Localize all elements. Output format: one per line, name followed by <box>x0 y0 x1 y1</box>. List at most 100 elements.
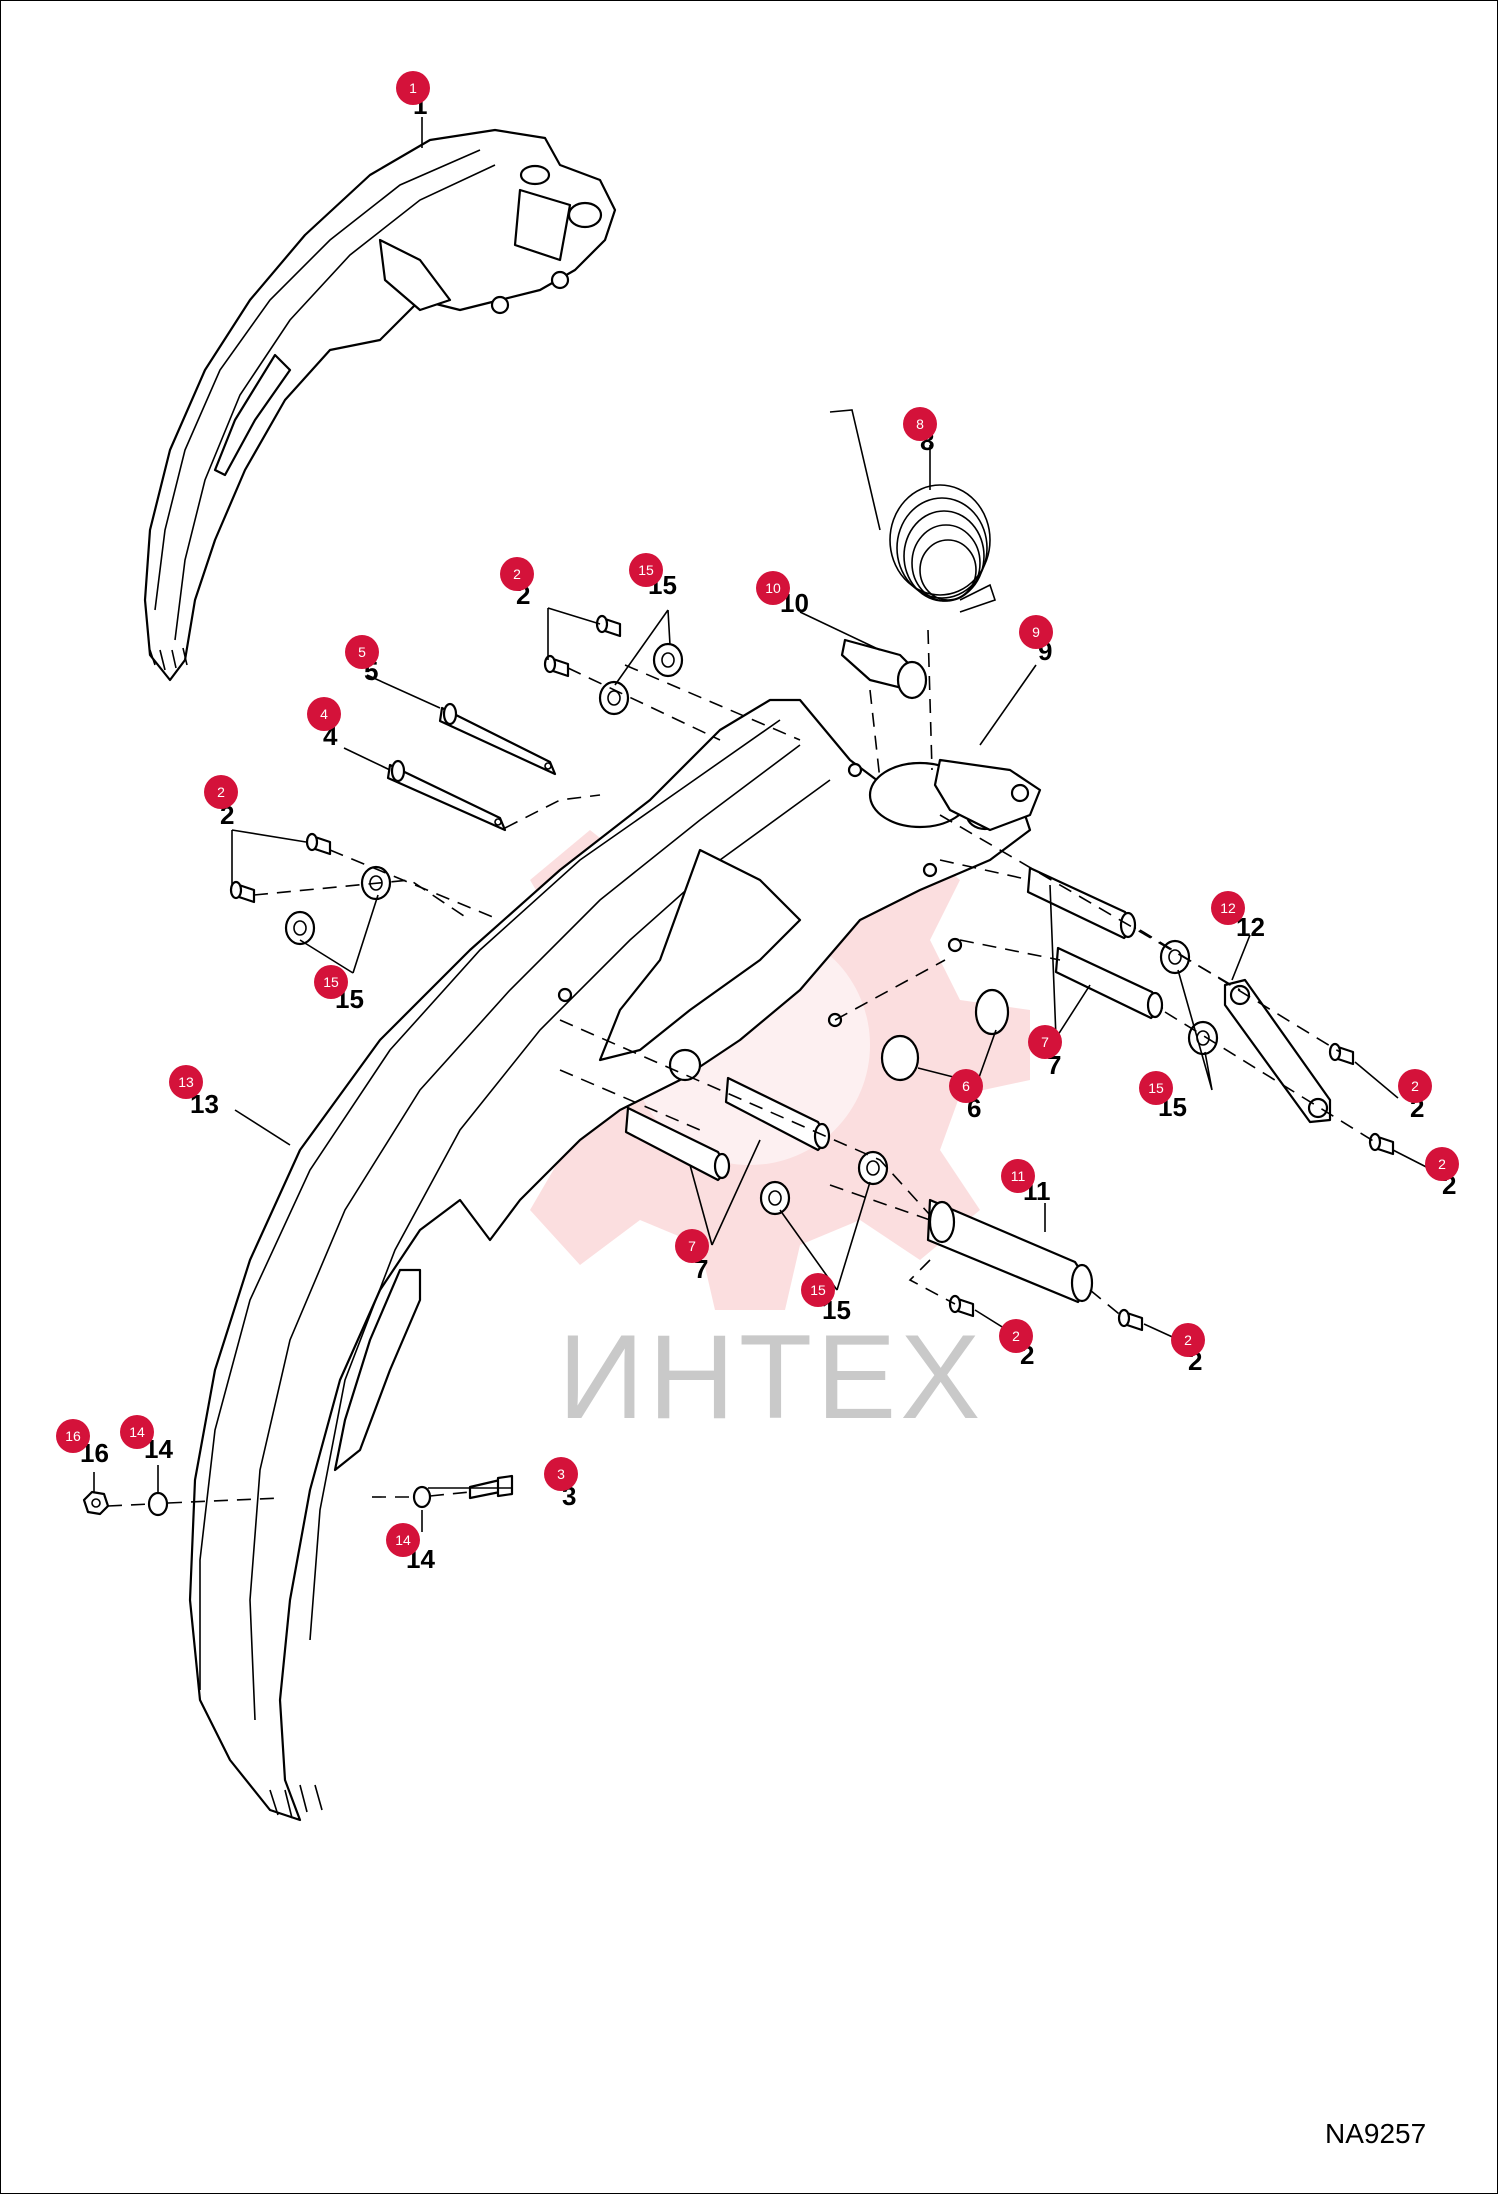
drawing-code: NA9257 <box>1325 2118 1426 2149</box>
callout-badge-c8: 8 <box>903 407 937 441</box>
pin-7-lower-b <box>724 1076 831 1152</box>
callout-badge-number: 2 <box>513 566 521 582</box>
callout-badge-circle <box>801 1273 835 1307</box>
callout-badge-number: 1 <box>409 80 417 96</box>
callout-badge-number: 2 <box>1184 1332 1192 1348</box>
callout-badge-circle <box>314 965 348 999</box>
lynch-pin-b <box>974 988 1010 1036</box>
callout-badge-circle <box>999 1319 1033 1353</box>
callout-badge-number: 2 <box>1438 1156 1446 1172</box>
callout-badge-circle <box>1001 1159 1035 1193</box>
callout-badge-circle <box>345 635 379 669</box>
callout-badge-number: 7 <box>1041 1034 1049 1050</box>
bolt-3 <box>468 1474 514 1500</box>
callout-badge-number: 11 <box>1011 1168 1026 1184</box>
lynch-pin-a <box>880 1034 920 1082</box>
callout-badge-circle <box>56 1419 90 1453</box>
assembly-lines <box>107 629 1376 1507</box>
callout-badge-number: 5 <box>358 644 366 660</box>
callout-badge-circle <box>1028 1025 1062 1059</box>
link-plate <box>1223 978 1332 1124</box>
callout-badge-c12: 12 <box>1211 891 1245 925</box>
callout-badge-number: 2 <box>1012 1328 1020 1344</box>
callout-badge-c6: 6 <box>949 1069 983 1103</box>
pin-7-upper-a <box>1026 866 1137 940</box>
pin-5 <box>438 702 557 776</box>
callout-badge-c15a: 15 <box>629 553 663 587</box>
callout-badge-number: 15 <box>810 1282 826 1298</box>
callout-badge-c1: 1 <box>396 71 430 105</box>
callout-badge-number: 8 <box>916 416 924 432</box>
callout-badge-number: 7 <box>688 1238 696 1254</box>
callout-badge-circle <box>949 1069 983 1103</box>
callout-badge-c2e: 2 <box>999 1319 1033 1353</box>
callout-badge-number: 15 <box>323 974 339 990</box>
pin-11 <box>926 1198 1094 1304</box>
grapple-frame-main <box>188 698 1032 1822</box>
callout-badge-number: 14 <box>129 1424 145 1440</box>
grapple-arm-small <box>143 128 617 682</box>
callout-badge-circle <box>120 1415 154 1449</box>
callout-badge-circle <box>1211 891 1245 925</box>
callout-badge-c2a: 2 <box>500 557 534 591</box>
callout-badge-c14a: 14 <box>120 1415 154 1449</box>
callout-badge-number: 14 <box>395 1532 411 1548</box>
callout-badge-circle <box>307 697 341 731</box>
callout-badge-circle <box>903 407 937 441</box>
callout-badge-circle <box>675 1229 709 1263</box>
callout-badge-c3: 3 <box>544 1457 578 1491</box>
callout-badge-number: 2 <box>1411 1078 1419 1094</box>
washer-14-right <box>412 1485 432 1509</box>
callout-badge-number: 2 <box>217 784 225 800</box>
callout-badge-number: 6 <box>962 1078 970 1094</box>
callout-badge-c5: 5 <box>345 635 379 669</box>
callout-badge-c7b: 7 <box>675 1229 709 1263</box>
callout-badge-circle <box>756 571 790 605</box>
callout-badge-c11: 11 <box>1001 1159 1035 1193</box>
callout-badge-c13: 13 <box>169 1065 203 1099</box>
callout-badge-c15c: 15 <box>1139 1071 1173 1105</box>
callout-badge-c10: 10 <box>756 571 790 605</box>
callout-badge-c2f: 2 <box>1171 1323 1205 1357</box>
callout-badge-circle <box>396 71 430 105</box>
callout-badge-circle <box>169 1065 203 1099</box>
callout-badge-number: 3 <box>557 1466 565 1482</box>
callout-badge-circle <box>629 553 663 587</box>
callout-badge-number: 15 <box>1148 1080 1164 1096</box>
callout-badge-number: 10 <box>765 580 781 596</box>
pin-7-lower-a <box>624 1106 731 1182</box>
callout-badge-c15b: 15 <box>314 965 348 999</box>
leader-lines <box>93 117 1443 1532</box>
pivot-bracket <box>933 758 1042 832</box>
callout-badge-c14b: 14 <box>386 1523 420 1557</box>
washer-14-left <box>147 1491 169 1517</box>
callout-badge-number: 13 <box>178 1074 194 1090</box>
callout-badge-circle <box>386 1523 420 1557</box>
callout-badge-circle <box>1425 1147 1459 1181</box>
callout-badge-circle <box>544 1457 578 1491</box>
callout-badge-circle <box>204 775 238 809</box>
callout-badge-c2c: 2 <box>1398 1069 1432 1103</box>
callout-badge-number: 16 <box>65 1428 81 1444</box>
callout-badge-number: 15 <box>638 562 654 578</box>
callout-badge-number: 12 <box>1220 900 1236 916</box>
callout-badge-c9: 9 <box>1019 615 1053 649</box>
callout-badge-number: 4 <box>320 706 328 722</box>
callout-badge-c2b: 2 <box>204 775 238 809</box>
torsion-spring <box>829 409 997 613</box>
pin-7-upper-b <box>1054 946 1164 1020</box>
bushing <box>840 638 928 700</box>
callout-badge-circle <box>1139 1071 1173 1105</box>
callout-badge-circle <box>500 557 534 591</box>
callout-badge-c7a: 7 <box>1028 1025 1062 1059</box>
callout-badge-number: 9 <box>1032 624 1040 640</box>
nut-16 <box>82 1490 110 1516</box>
pin-4 <box>386 759 507 832</box>
callout-badge-c4: 4 <box>307 697 341 731</box>
callout-badge-circle <box>1171 1323 1205 1357</box>
callout-badge-c15d: 15 <box>801 1273 835 1307</box>
callout-badge-c2d: 2 <box>1425 1147 1459 1181</box>
callout-badge-c16: 16 <box>56 1419 90 1453</box>
